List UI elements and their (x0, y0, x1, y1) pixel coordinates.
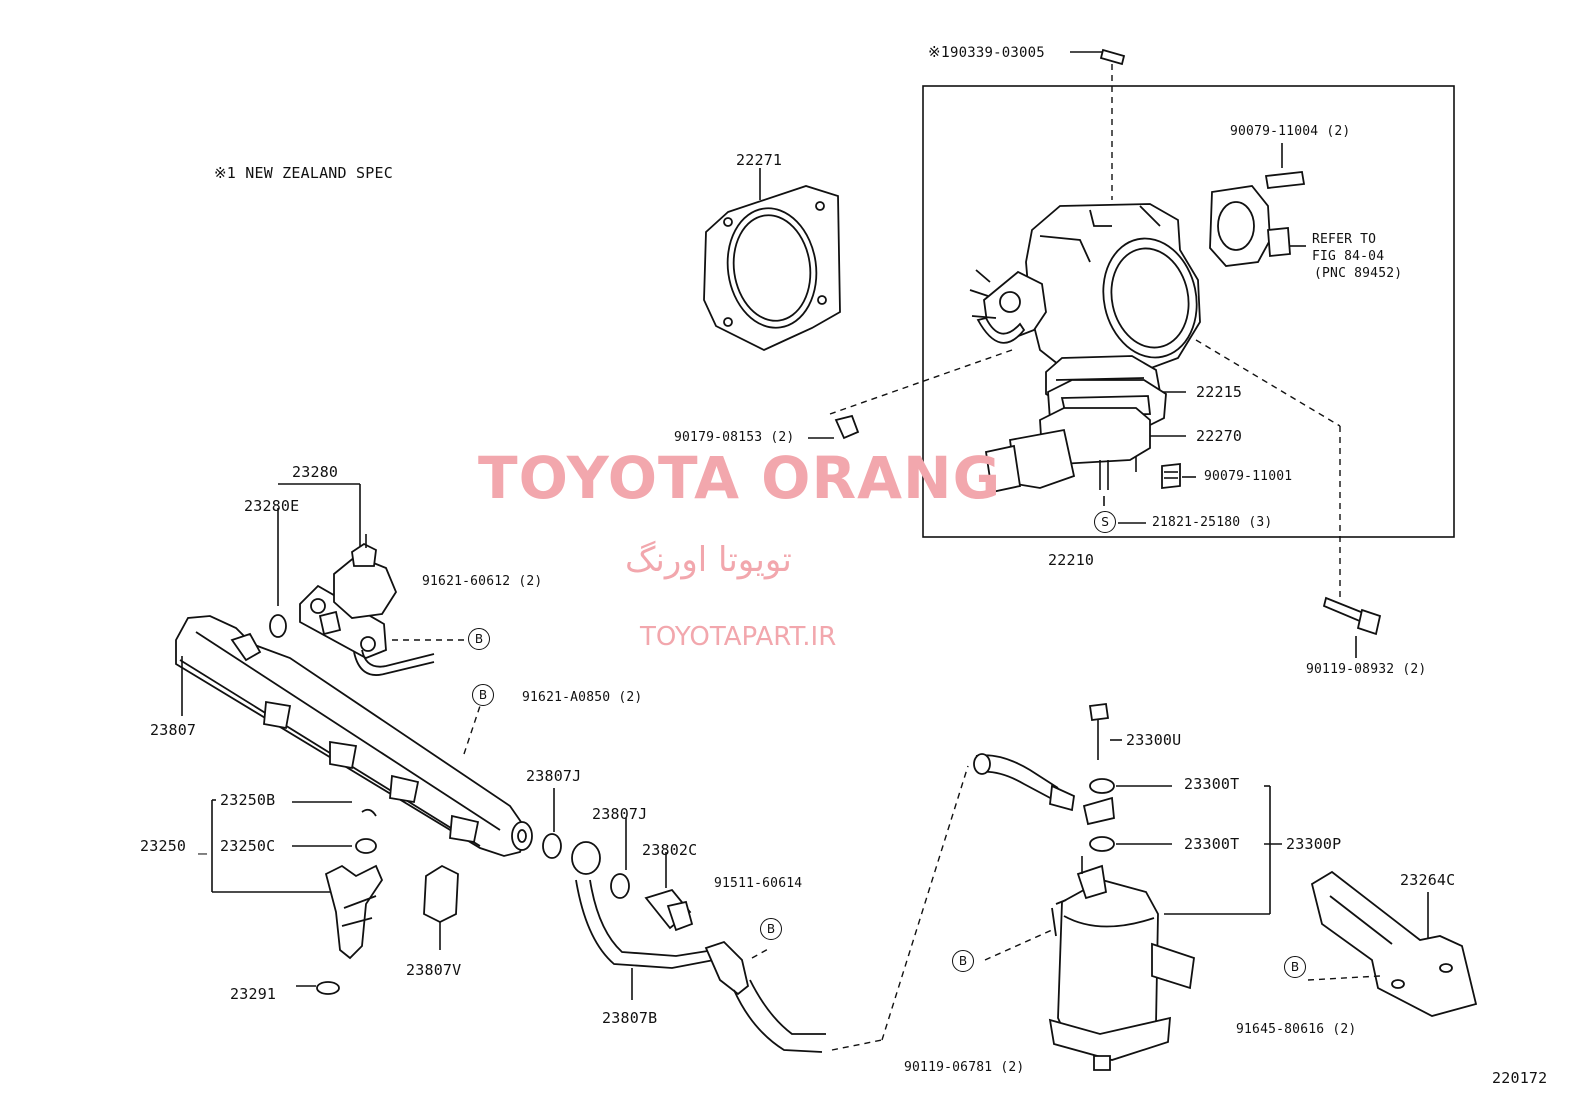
label-22271: 22271 (736, 151, 783, 169)
label-refer-line3: (PNC 89452) (1314, 266, 1403, 281)
gaskets-23807J-drawing (542, 788, 630, 899)
pin-90339-drawing (1070, 48, 1126, 200)
throttle-body-group-box (922, 85, 1455, 538)
label-refer-line1: REFER TO (1312, 232, 1377, 247)
watermark-title: TOYOTA ORANG (478, 444, 1002, 512)
label-90079-11001: 90079-11001 (1204, 469, 1293, 484)
label-refer-line2: FIG 84-04 (1312, 249, 1385, 264)
marker-s: S (1094, 511, 1116, 533)
label-90339-mark: ※1 (928, 43, 950, 61)
marker-b-1: B (468, 628, 490, 650)
label-91645-80616: 91645-80616 (2) (1236, 1022, 1357, 1037)
label-23300U: 23300U (1126, 731, 1182, 749)
isc-valve-22270-drawing (984, 407, 1151, 494)
label-22270: 22270 (1196, 427, 1243, 445)
label-90339-03005: ※190339-03005 (928, 44, 1045, 61)
fuel-hose-23807B-drawing (571, 841, 826, 1053)
label-23807V: 23807V (406, 961, 462, 979)
label-23807J-b: 23807J (592, 805, 648, 823)
bolt-90119-08932-drawing (1322, 596, 1382, 658)
label-21821-25180: 21821-25180 (3) (1152, 515, 1273, 530)
label-91621-A0850: 91621-A0850 (2) (522, 690, 643, 705)
marker-b-2: B (472, 684, 494, 706)
marker-b-3: B (760, 918, 782, 940)
label-91621-60612: 91621-60612 (2) (422, 574, 543, 589)
label-23300T-a: 23300T (1184, 775, 1240, 793)
label-23250C: 23250C (220, 837, 276, 855)
label-23807B: 23807B (602, 1009, 658, 1027)
delivery-pipe-drawing (175, 615, 533, 857)
bracket-23264C-drawing (1310, 870, 1478, 1017)
label-23802C: 23802C (642, 841, 698, 859)
marker-b-4: B (952, 950, 974, 972)
union-bolt-drawing (644, 852, 694, 932)
gasket-22271-drawing (703, 168, 841, 351)
label-23280: 23280 (292, 463, 339, 481)
nut-90179-drawing (834, 414, 860, 440)
label-23807: 23807 (150, 721, 197, 739)
watermark-url: TOYOTAPART.IR (640, 622, 837, 652)
label-22215: 22215 (1196, 383, 1243, 401)
label-23300P: 23300P (1286, 835, 1342, 853)
injector-drawing (211, 799, 384, 995)
damper-23807V-drawing (423, 864, 459, 950)
figure-number: 220172 (1492, 1069, 1548, 1087)
leader-90179 (829, 349, 1013, 415)
label-23250: 23250 (140, 837, 187, 855)
label-dash-23250: – (198, 844, 208, 862)
watermark-persian: تویوتا اورنگ (625, 540, 792, 580)
leader-90119-08932-a (1195, 339, 1341, 427)
label-23264C: 23264C (1400, 871, 1456, 889)
label-90119-06781: 90119-06781 (2) (904, 1060, 1025, 1075)
note-new-zealand-spec: ※1 NEW ZEALAND SPEC (214, 165, 393, 182)
label-90179-08153: 90179-08153 (2) (674, 430, 795, 445)
marker-b-5: B (1284, 956, 1306, 978)
throttle-body-drawing (969, 203, 1201, 407)
pressure-regulator-drawing (269, 483, 435, 676)
label-23250B: 23250B (220, 791, 276, 809)
label-23280E: 23280E (244, 497, 300, 515)
label-90339-num: 90339-03005 (950, 45, 1045, 61)
label-90119-08932: 90119-08932 (2) (1306, 662, 1427, 677)
note-text: NEW ZEALAND SPEC (245, 164, 393, 182)
label-23300T-b: 23300T (1184, 835, 1240, 853)
label-22210: 22210 (1048, 551, 1095, 569)
bolt-90079-11001-drawing (1161, 462, 1196, 490)
label-91511-60614: 91511-60614 (714, 876, 803, 891)
note-mark: ※1 (214, 164, 236, 182)
tps-sensor-drawing (1209, 143, 1306, 267)
fuel-filter-drawing (973, 702, 1282, 1071)
label-90079-11004: 90079-11004 (2) (1230, 124, 1351, 139)
label-23291: 23291 (230, 985, 277, 1003)
label-23807J-a: 23807J (526, 767, 582, 785)
